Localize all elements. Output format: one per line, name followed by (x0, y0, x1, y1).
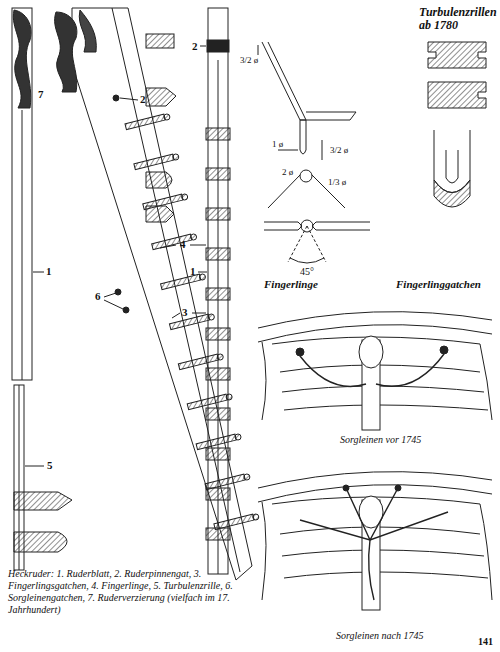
caption: Heckruder: 1. Ruderblatt, 2. Ruderpinnen… (8, 568, 233, 616)
pintle-strap (125, 114, 165, 129)
dimension: 1 ø (272, 140, 283, 150)
pintle-band (206, 128, 230, 140)
callout-number: 1 (190, 265, 196, 277)
callout-number: 3 (182, 306, 188, 318)
pintle-band (206, 248, 230, 260)
pintle-band (206, 528, 230, 540)
pintle-band (206, 328, 230, 340)
pintle-pin (217, 354, 223, 360)
pintle-pin (253, 514, 259, 520)
figure-title: Sorgleinen nach 1745 (336, 630, 423, 641)
callout-number: 6 (95, 290, 101, 302)
pintle-strap (214, 514, 254, 529)
pintle-strap (187, 394, 227, 409)
pintle-strap (152, 234, 192, 249)
figure-title: Fingerlinge (264, 278, 318, 290)
pintle-pin (226, 394, 232, 400)
pintle-band (206, 208, 230, 220)
pintle-strap (178, 354, 218, 369)
pintle-pin (191, 234, 197, 240)
pintle-pin (244, 474, 250, 480)
callout-number: 1 (46, 265, 52, 277)
pintle-band (206, 368, 230, 380)
callout-number: 2 (140, 93, 146, 105)
callout-number: 5 (47, 459, 53, 471)
section-heading: Turbulenzrillen ab 1780 (419, 6, 497, 32)
pintle-strap (134, 154, 174, 169)
pintle-pin (164, 114, 170, 120)
pintle-strap (169, 314, 209, 329)
callout-number: 2 (192, 40, 198, 52)
callout-number: 4 (180, 238, 186, 250)
figure-title: Fingerlinggatchen (396, 278, 481, 290)
angle-label: 45° (300, 266, 314, 277)
pintle-pin (199, 274, 205, 280)
pintle-pin (173, 154, 179, 160)
dimension: 2 ø (282, 168, 293, 178)
pintle-strap (143, 194, 183, 209)
pintle-band (206, 168, 230, 180)
pintle-pin (182, 194, 188, 200)
figure-title: Sorgleinen vor 1745 (340, 434, 421, 445)
pintle-pin (235, 434, 241, 440)
dimension: 3/2 ø (330, 146, 348, 156)
callout-number: 7 (38, 88, 44, 100)
page-number: 141 (478, 636, 493, 647)
pintle-band (206, 288, 230, 300)
dimension: 3/2 ø (240, 56, 258, 66)
pintle-strap (196, 434, 236, 449)
pintle-pin (208, 314, 214, 320)
pintle-band (206, 448, 230, 460)
pintle-strap (205, 474, 245, 489)
pintle-band (206, 488, 230, 500)
dimension: 1/3 ø (328, 178, 346, 188)
pintle-band (206, 408, 230, 420)
